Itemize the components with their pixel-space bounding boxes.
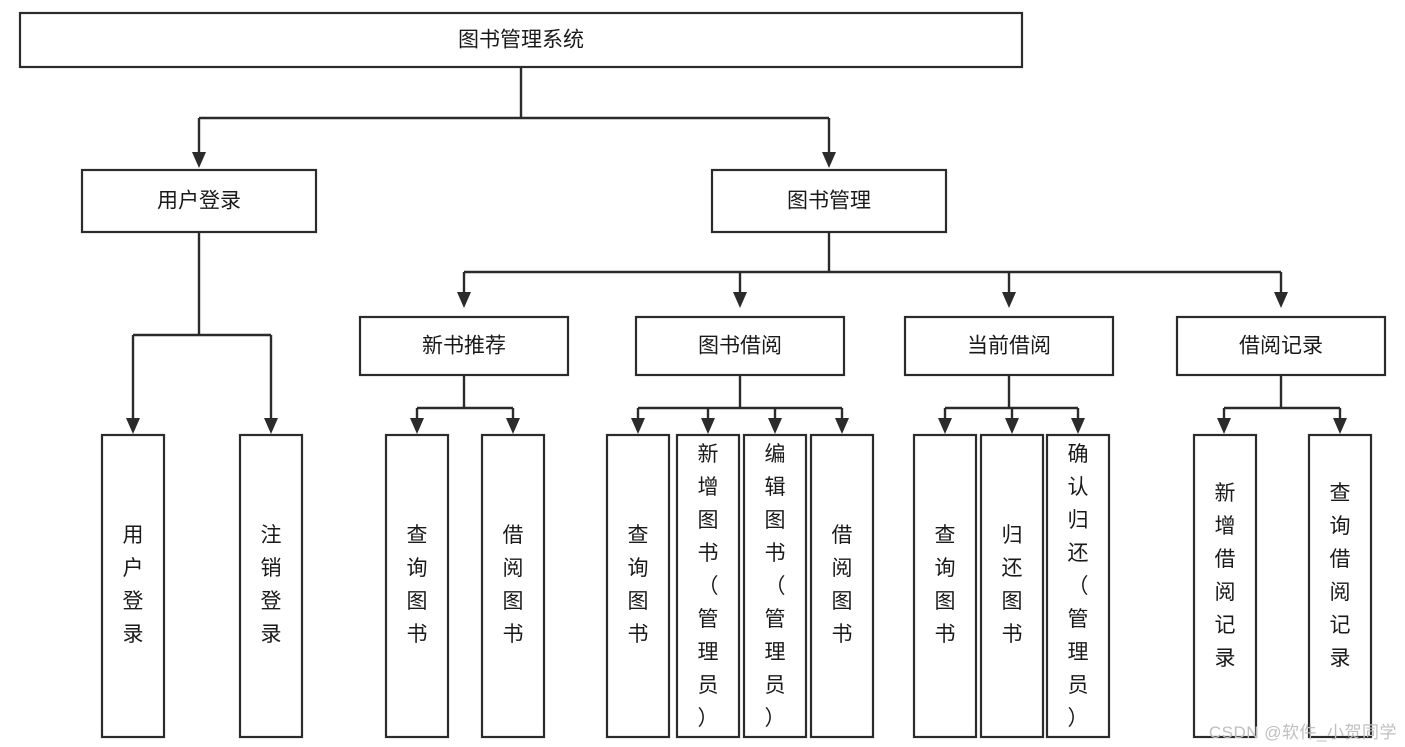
node-leaf-query-book-2-box[interactable] bbox=[605, 433, 671, 739]
node-leaf-query-book-1-label: 查询图书 bbox=[407, 524, 428, 646]
node-leaf-user-login[interactable]: 用户登录 bbox=[100, 433, 166, 739]
arrow-to-current-borrow bbox=[1002, 292, 1016, 308]
node-current-borrow-box[interactable] bbox=[903, 315, 1115, 377]
node-leaf-borrow-book-2-box[interactable] bbox=[809, 433, 875, 739]
arrow-to-leaf-user-login bbox=[126, 418, 140, 434]
node-book-borrow-label: 图书借阅 bbox=[698, 335, 782, 358]
node-borrow-record-box[interactable] bbox=[1175, 315, 1387, 377]
node-leaf-add-book-box[interactable] bbox=[675, 433, 741, 739]
node-leaf-query-book-1[interactable]: 查询图书 bbox=[384, 433, 450, 739]
arrow-to-user-login bbox=[192, 152, 206, 168]
node-current-borrow-label: 当前借阅 bbox=[967, 335, 1051, 358]
node-leaf-logout-label: 注销登录 bbox=[261, 524, 282, 646]
node-user-login-label: 用户登录 bbox=[157, 190, 241, 213]
node-leaf-query-record-box[interactable] bbox=[1307, 433, 1373, 739]
node-leaf-query-book-3-box[interactable] bbox=[912, 433, 978, 739]
node-root[interactable]: 图书管理系统 bbox=[18, 11, 1024, 69]
node-user-login-box[interactable] bbox=[80, 168, 318, 234]
arrow-to-leaf-query-book-3 bbox=[938, 418, 952, 434]
arrow-to-new-book-recommend bbox=[457, 292, 471, 308]
node-leaf-add-record-box[interactable] bbox=[1192, 433, 1258, 739]
node-leaf-logout[interactable]: 注销登录 bbox=[238, 433, 304, 739]
node-borrow-record-label: 借阅记录 bbox=[1239, 335, 1323, 358]
node-leaf-confirm-return[interactable]: 确认归还（管理员） bbox=[1045, 433, 1111, 739]
node-leaf-query-book-2-label: 查询图书 bbox=[628, 524, 649, 646]
node-leaf-return-book-box[interactable] bbox=[979, 433, 1045, 739]
node-leaf-add-book[interactable]: 新增图书（管理员） bbox=[675, 433, 741, 739]
node-root-label: 图书管理系统 bbox=[458, 29, 584, 52]
arrow-to-leaf-query-book-1 bbox=[410, 418, 424, 434]
node-leaf-query-book-2[interactable]: 查询图书 bbox=[605, 433, 671, 739]
node-borrow-record[interactable]: 借阅记录 bbox=[1175, 315, 1387, 377]
node-leaf-confirm-return-label: 确认归还（管理员） bbox=[1068, 443, 1089, 730]
node-leaf-return-book[interactable]: 归还图书 bbox=[979, 433, 1045, 739]
node-root-box[interactable] bbox=[18, 11, 1024, 69]
node-leaf-borrow-book-1[interactable]: 借阅图书 bbox=[480, 433, 546, 739]
node-leaf-borrow-book-1-label: 借阅图书 bbox=[503, 524, 524, 646]
node-book-management-box[interactable] bbox=[710, 168, 948, 234]
node-new-book-recommend-label: 新书推荐 bbox=[422, 335, 506, 358]
arrow-to-leaf-confirm-return bbox=[1071, 418, 1085, 434]
arrow-to-leaf-borrow-book-2 bbox=[835, 418, 849, 434]
node-book-borrow[interactable]: 图书借阅 bbox=[634, 315, 846, 377]
node-leaf-add-record[interactable]: 新增借阅记录 bbox=[1192, 433, 1258, 739]
arrow-to-leaf-add-record bbox=[1217, 418, 1231, 434]
node-book-borrow-box[interactable] bbox=[634, 315, 846, 377]
node-leaf-borrow-book-2[interactable]: 借阅图书 bbox=[809, 433, 875, 739]
node-leaf-borrow-book-1-box[interactable] bbox=[480, 433, 546, 739]
node-leaf-edit-book[interactable]: 编辑图书（管理员） bbox=[742, 433, 808, 739]
arrow-to-leaf-query-book-2 bbox=[631, 418, 645, 434]
node-leaf-confirm-return-box[interactable] bbox=[1045, 433, 1111, 739]
node-leaf-return-book-label: 归还图书 bbox=[1002, 524, 1023, 646]
node-leaf-edit-book-box[interactable] bbox=[742, 433, 808, 739]
node-leaf-add-book-label: 新增图书（管理员） bbox=[698, 443, 719, 730]
node-leaf-logout-box[interactable] bbox=[238, 433, 304, 739]
node-leaf-edit-book-label: 编辑图书（管理员） bbox=[765, 443, 786, 730]
node-leaf-query-record-label: 查询借阅记录 bbox=[1330, 482, 1351, 670]
node-new-book-recommend-box[interactable] bbox=[358, 315, 570, 377]
arrow-to-leaf-query-record bbox=[1333, 418, 1347, 434]
node-user-login[interactable]: 用户登录 bbox=[80, 168, 318, 234]
node-leaf-user-login-box[interactable] bbox=[100, 433, 166, 739]
node-leaf-borrow-book-2-label: 借阅图书 bbox=[832, 524, 853, 646]
node-leaf-query-book-3[interactable]: 查询图书 bbox=[912, 433, 978, 739]
arrow-to-borrow-record bbox=[1274, 292, 1288, 308]
node-leaf-add-record-label: 新增借阅记录 bbox=[1215, 482, 1236, 670]
node-leaf-user-login-label: 用户登录 bbox=[123, 524, 144, 646]
arrow-to-leaf-logout bbox=[264, 418, 278, 434]
arrow-to-book-management bbox=[822, 152, 836, 168]
node-new-book-recommend[interactable]: 新书推荐 bbox=[358, 315, 570, 377]
node-leaf-query-book-3-label: 查询图书 bbox=[935, 524, 956, 646]
arrow-to-leaf-return-book bbox=[1005, 418, 1019, 434]
node-leaf-query-book-1-box[interactable] bbox=[384, 433, 450, 739]
arrow-to-leaf-edit-book bbox=[768, 418, 782, 434]
arrow-to-book-borrow bbox=[733, 292, 747, 308]
arrow-to-leaf-borrow-book-1 bbox=[506, 418, 520, 434]
node-leaf-query-record[interactable]: 查询借阅记录 bbox=[1307, 433, 1373, 739]
node-book-management-label: 图书管理 bbox=[787, 190, 871, 213]
node-book-management[interactable]: 图书管理 bbox=[710, 168, 948, 234]
arrow-to-leaf-add-book bbox=[701, 418, 715, 434]
node-current-borrow[interactable]: 当前借阅 bbox=[903, 315, 1115, 377]
connector-layer bbox=[126, 67, 1347, 434]
